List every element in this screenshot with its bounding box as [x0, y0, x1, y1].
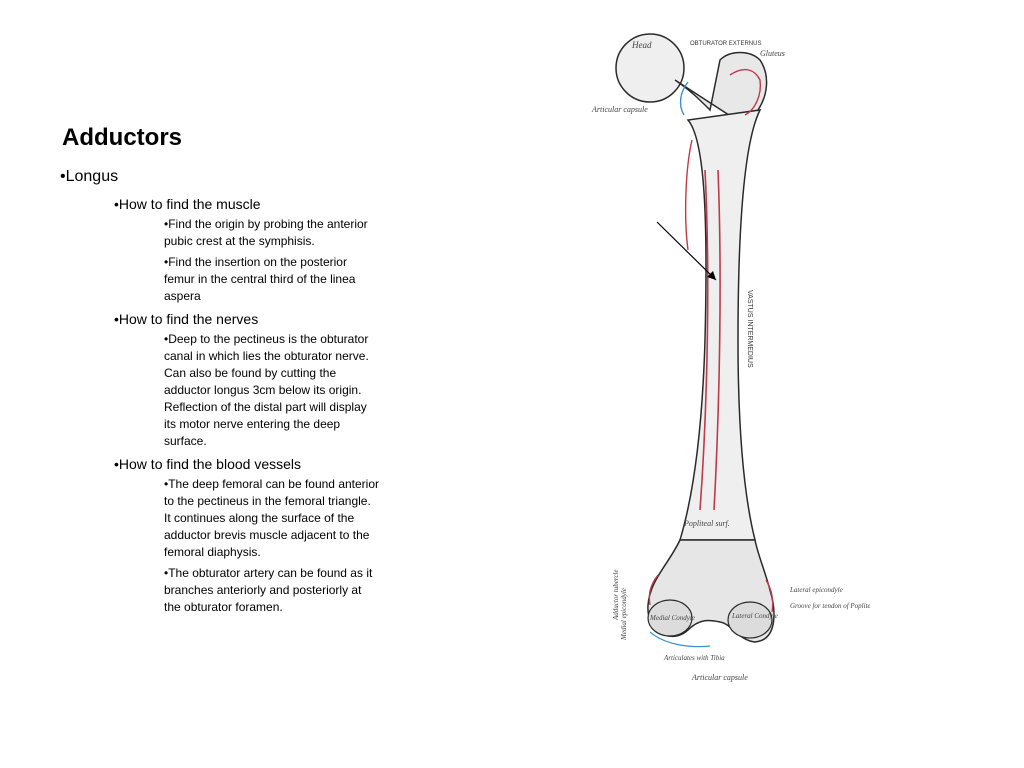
bullet-insertion: •Find the insertion on the posterior fem…: [164, 255, 356, 303]
lateral-epicondyle-attachment: [765, 579, 774, 613]
label-articular-capsule-bottom: Articular capsule: [691, 673, 748, 682]
label-articular-capsule-top: Articular capsule: [591, 105, 648, 114]
bullet-nerve: •Deep to the pectineus is the obturator …: [164, 332, 369, 448]
section-heading-nerves: •How to find the nerves: [114, 311, 259, 327]
label-medial-epicondyle: Medial epicondyle: [620, 588, 628, 641]
pointer-arrow-head: [707, 271, 716, 280]
femur-illustration: Head OBTURATOR EXTERNUS Gluteus Articula…: [580, 20, 870, 690]
label-obturator-externus: OBTURATOR EXTERNUS: [690, 41, 761, 47]
linea-aspera-medial-line: [699, 169, 709, 511]
femur-svg: Head OBTURATOR EXTERNUS Gluteus Articula…: [591, 33, 870, 682]
label-medial-condyle: Medial Condyle: [649, 614, 695, 622]
label-lateral-condyle: Lateral Condyle: [731, 612, 778, 620]
label-groove-popliteus: Groove for tendon of Popliteus: [790, 602, 870, 610]
slide-title: Adductors: [62, 124, 182, 151]
section-heading-vessels: •How to find the blood vessels: [114, 456, 302, 472]
section-heading-muscle: •How to find the muscle: [114, 196, 261, 212]
label-vastus-intermedius: VASTUS INTERMEDIUS: [746, 290, 753, 368]
label-articulates-tibia: Articulates with Tibia: [663, 654, 725, 662]
gluteus-attachment: [729, 68, 762, 116]
label-head: Head: [631, 40, 652, 50]
muscle-name: •Longus: [60, 168, 119, 185]
muscle-attachment-upper: [684, 139, 693, 251]
pointer-arrow-line: [656, 221, 717, 281]
adductor-tubercle-attachment: [648, 574, 659, 606]
label-popliteal-surface: Popliteal surf.: [683, 519, 730, 528]
femoral-neck: [674, 51, 768, 132]
label-lateral-epicondyle: Lateral epicondyle: [789, 586, 843, 594]
linea-aspera-lateral-line: [713, 169, 721, 511]
bullet-obturator-artery: •The obturator artery can be found as it…: [164, 566, 373, 614]
capsule-line-bottom: [649, 631, 711, 648]
bullet-deep-femoral: •The deep femoral can be found anterior …: [164, 477, 380, 559]
label-adductor-tubercle: Adductor tubercle: [612, 570, 620, 621]
capsule-line-top: [679, 81, 689, 116]
medial-condyle-shape: [647, 599, 693, 637]
label-gluteus: Gluteus: [760, 49, 785, 58]
content-list: •Longus •How to find the muscle •Find th…: [60, 168, 390, 620]
lateral-condyle-shape: [727, 601, 773, 639]
bullet-origin: •Find the origin by probing the anterior…: [164, 217, 368, 248]
femoral-head: [615, 33, 685, 103]
